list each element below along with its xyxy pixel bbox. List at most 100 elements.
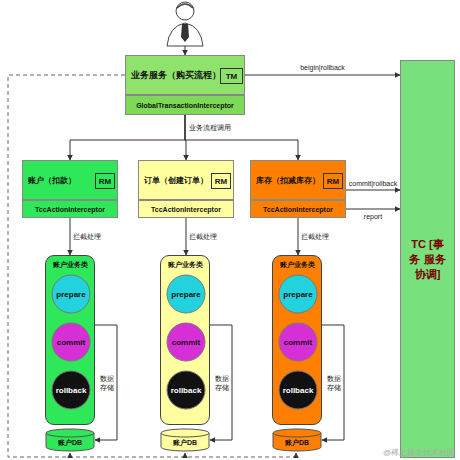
database: 账户DB [160,428,210,452]
node-label: 账户业务类 [161,260,209,270]
circle-shape [279,275,317,313]
cylinder-top [273,429,321,437]
node-label: rollback [278,370,318,410]
circle-shape [279,371,317,409]
person-body [167,23,203,46]
connector [185,115,298,160]
person-icon [167,2,203,46]
start-arrow [185,46,186,55]
node-label: commit [278,322,318,362]
connector [186,218,187,255]
circle-shape [167,323,205,361]
circle-shape [52,275,90,313]
rm-tag: RM [323,173,343,189]
circle-shape [279,323,317,361]
node-label: 账户业务类 [273,260,321,270]
cylinder-top [161,429,209,437]
node-label: TC [事务 服务 协调] [409,237,447,282]
participant-box: 账户（扣款） RM [22,160,118,200]
connector [70,115,185,160]
person-tie [181,24,189,42]
node-label: RM [324,174,342,188]
node-label: 账户DB [272,428,322,452]
node-label: prepare [278,274,318,314]
rm-tag: RM [95,173,115,189]
tm-tag: TM [220,68,243,84]
phase-circle: commit [278,322,318,362]
interceptor-band: TccActionInterceptor [250,200,346,218]
participant-box: 订单（创建订单） RM [138,160,234,200]
edge-label: 拦截处理 [189,232,217,242]
coordinator-box: TC [事务 服务 协调] [400,60,455,458]
connector [298,218,299,255]
node-label: rollback [51,370,91,410]
service-box: 业务服务（购买流程）TM [125,55,245,95]
phase-circle: prepare [278,274,318,314]
node-label: TccActionInterceptor [251,201,345,217]
node-label: commit [166,322,206,362]
person-head [176,2,194,20]
cylinder-top [46,429,94,437]
phase-circle: rollback [51,370,91,410]
node-label: 订单（创建订单） [144,161,208,199]
node-label: prepare [166,274,206,314]
edge-label: report [364,213,382,220]
node-label: 账户（扣款） [28,161,76,199]
connector [245,75,400,76]
node-label: commit [51,322,91,362]
phase-circle: commit [166,322,206,362]
node-label: RM [96,174,114,188]
connector [95,325,117,440]
node-label: 账户DB [45,428,95,452]
database: 账户DB [45,428,95,452]
edge-label: 数据存储 [214,374,230,392]
business-class: 账户业务类 prepare commit rollback [45,255,95,425]
participant-box: 库存（扣减库存） RM [250,160,346,200]
phase-circle: rollback [166,370,206,410]
phase-circle: prepare [166,274,206,314]
interceptor-band: TccActionInterceptor [138,200,234,218]
business-class: 账户业务类 prepare commit rollback [272,255,322,425]
connector [346,190,400,191]
db-up-arrow [70,453,71,457]
phase-circle: prepare [51,274,91,314]
node-label: TccActionInterceptor [23,201,117,217]
interceptor-band: GlobalTransactionInterceptor [125,95,245,115]
node-label: TccActionInterceptor [139,201,233,217]
phase-circle: rollback [278,370,318,410]
connector [70,218,71,255]
connector [322,325,344,440]
edge-label: 拦截处理 [301,232,329,242]
dashed-return-line [8,75,296,457]
business-class: 账户业务类 prepare commit rollback [160,255,210,425]
person-hair [177,4,193,8]
edge-label: 拦截处理 [73,232,101,242]
edge-label: 数据存储 [99,374,115,392]
node-label: prepare [51,274,91,314]
node-label: GlobalTransactionInterceptor [126,96,244,114]
connector [210,325,232,440]
node-label: 账户业务类 [46,260,94,270]
node-label: TM [221,69,242,83]
rm-tag: RM [211,173,231,189]
edge-label: commit|rollback [349,180,398,187]
circle-shape [167,275,205,313]
phase-circle: commit [51,322,91,362]
node-label: 库存（扣减库存） [256,161,320,199]
edge-label: 业务流程调用 [189,123,231,133]
db-up-arrow [185,453,186,457]
connector [346,209,400,210]
edge-label: 数据存储 [326,374,342,392]
circle-shape [167,371,205,409]
node-label: rollback [166,370,206,410]
node-label: RM [212,174,230,188]
circle-shape [52,323,90,361]
node-label: 账户DB [160,428,210,452]
edge-label: beigin|rollback [300,64,345,71]
interceptor-band: TccActionInterceptor [22,200,118,218]
database: 账户DB [272,428,322,452]
db-up-arrow [296,453,297,457]
node-label: 业务服务（购买流程） [131,56,221,94]
